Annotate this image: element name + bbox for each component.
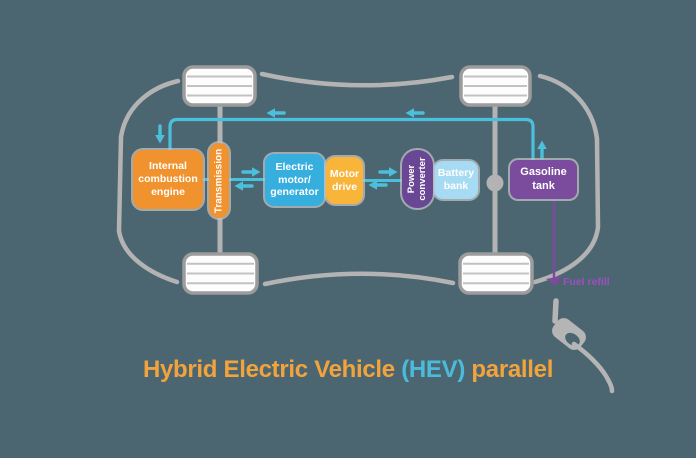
car-rear-arc [532, 73, 601, 285]
fuel-line-arrowhead [546, 276, 562, 286]
car-front-arc [116, 78, 181, 285]
wheel-front-right [182, 252, 259, 295]
arrow-up-from-tank [535, 138, 549, 160]
arrow-left-top-2 [403, 106, 425, 120]
wheel-front-left [182, 65, 257, 107]
electric-motor-generator-label: Electric motor/ generator [270, 160, 319, 199]
tank-to-engine-line [168, 117, 535, 164]
car-body-outline [116, 71, 601, 287]
battery-bank-box: Battery bank [434, 161, 478, 199]
car-bottom-edge [262, 271, 456, 287]
title-suffix: parallel [465, 356, 554, 383]
battery-bank-label: Battery bank [437, 167, 475, 192]
fuel-refill-label: Fuel refill [563, 276, 610, 288]
transmission-label: Transmission [213, 148, 225, 213]
diagram-title: Hybrid Electric Vehicle (HEV) parallel [0, 356, 696, 384]
wheels [182, 65, 534, 295]
car-top-edge [259, 71, 455, 88]
fuel-pump-nozzle-icon [552, 298, 615, 394]
power-converter-box: Power converter [402, 150, 433, 208]
title-prefix: Hybrid Electric Vehicle [142, 356, 402, 383]
wheel-rear-left [459, 65, 532, 107]
fuel-pump-hose [571, 341, 615, 394]
arrow-left-top-1 [264, 106, 286, 120]
transmission-box: Transmission [209, 143, 229, 218]
arrow-right-drive-to-converter [378, 165, 400, 179]
motor-drive-box: Motor drive [326, 157, 363, 204]
gasoline-tank-box: Gasoline tank [510, 160, 577, 199]
arrow-down-into-engine [153, 124, 167, 146]
arrow-right-trans-to-motor [241, 165, 263, 179]
power-converter-label: Power converter [405, 157, 428, 201]
fuel-line [546, 200, 562, 286]
electric-motor-generator-box: Electric motor/ generator [265, 154, 324, 206]
differential-node [486, 174, 504, 192]
gasoline-tank-label: Gasoline tank [520, 166, 567, 192]
arrow-left-motor-to-trans [232, 179, 254, 193]
title-hev: (HEV) [401, 356, 466, 383]
internal-combustion-engine-label: Internal combustion engine [138, 160, 198, 198]
wheel-rear-right [458, 252, 534, 295]
motor-drive-label: Motor drive [329, 167, 360, 193]
internal-combustion-engine-box: Internal combustion engine [133, 150, 203, 209]
